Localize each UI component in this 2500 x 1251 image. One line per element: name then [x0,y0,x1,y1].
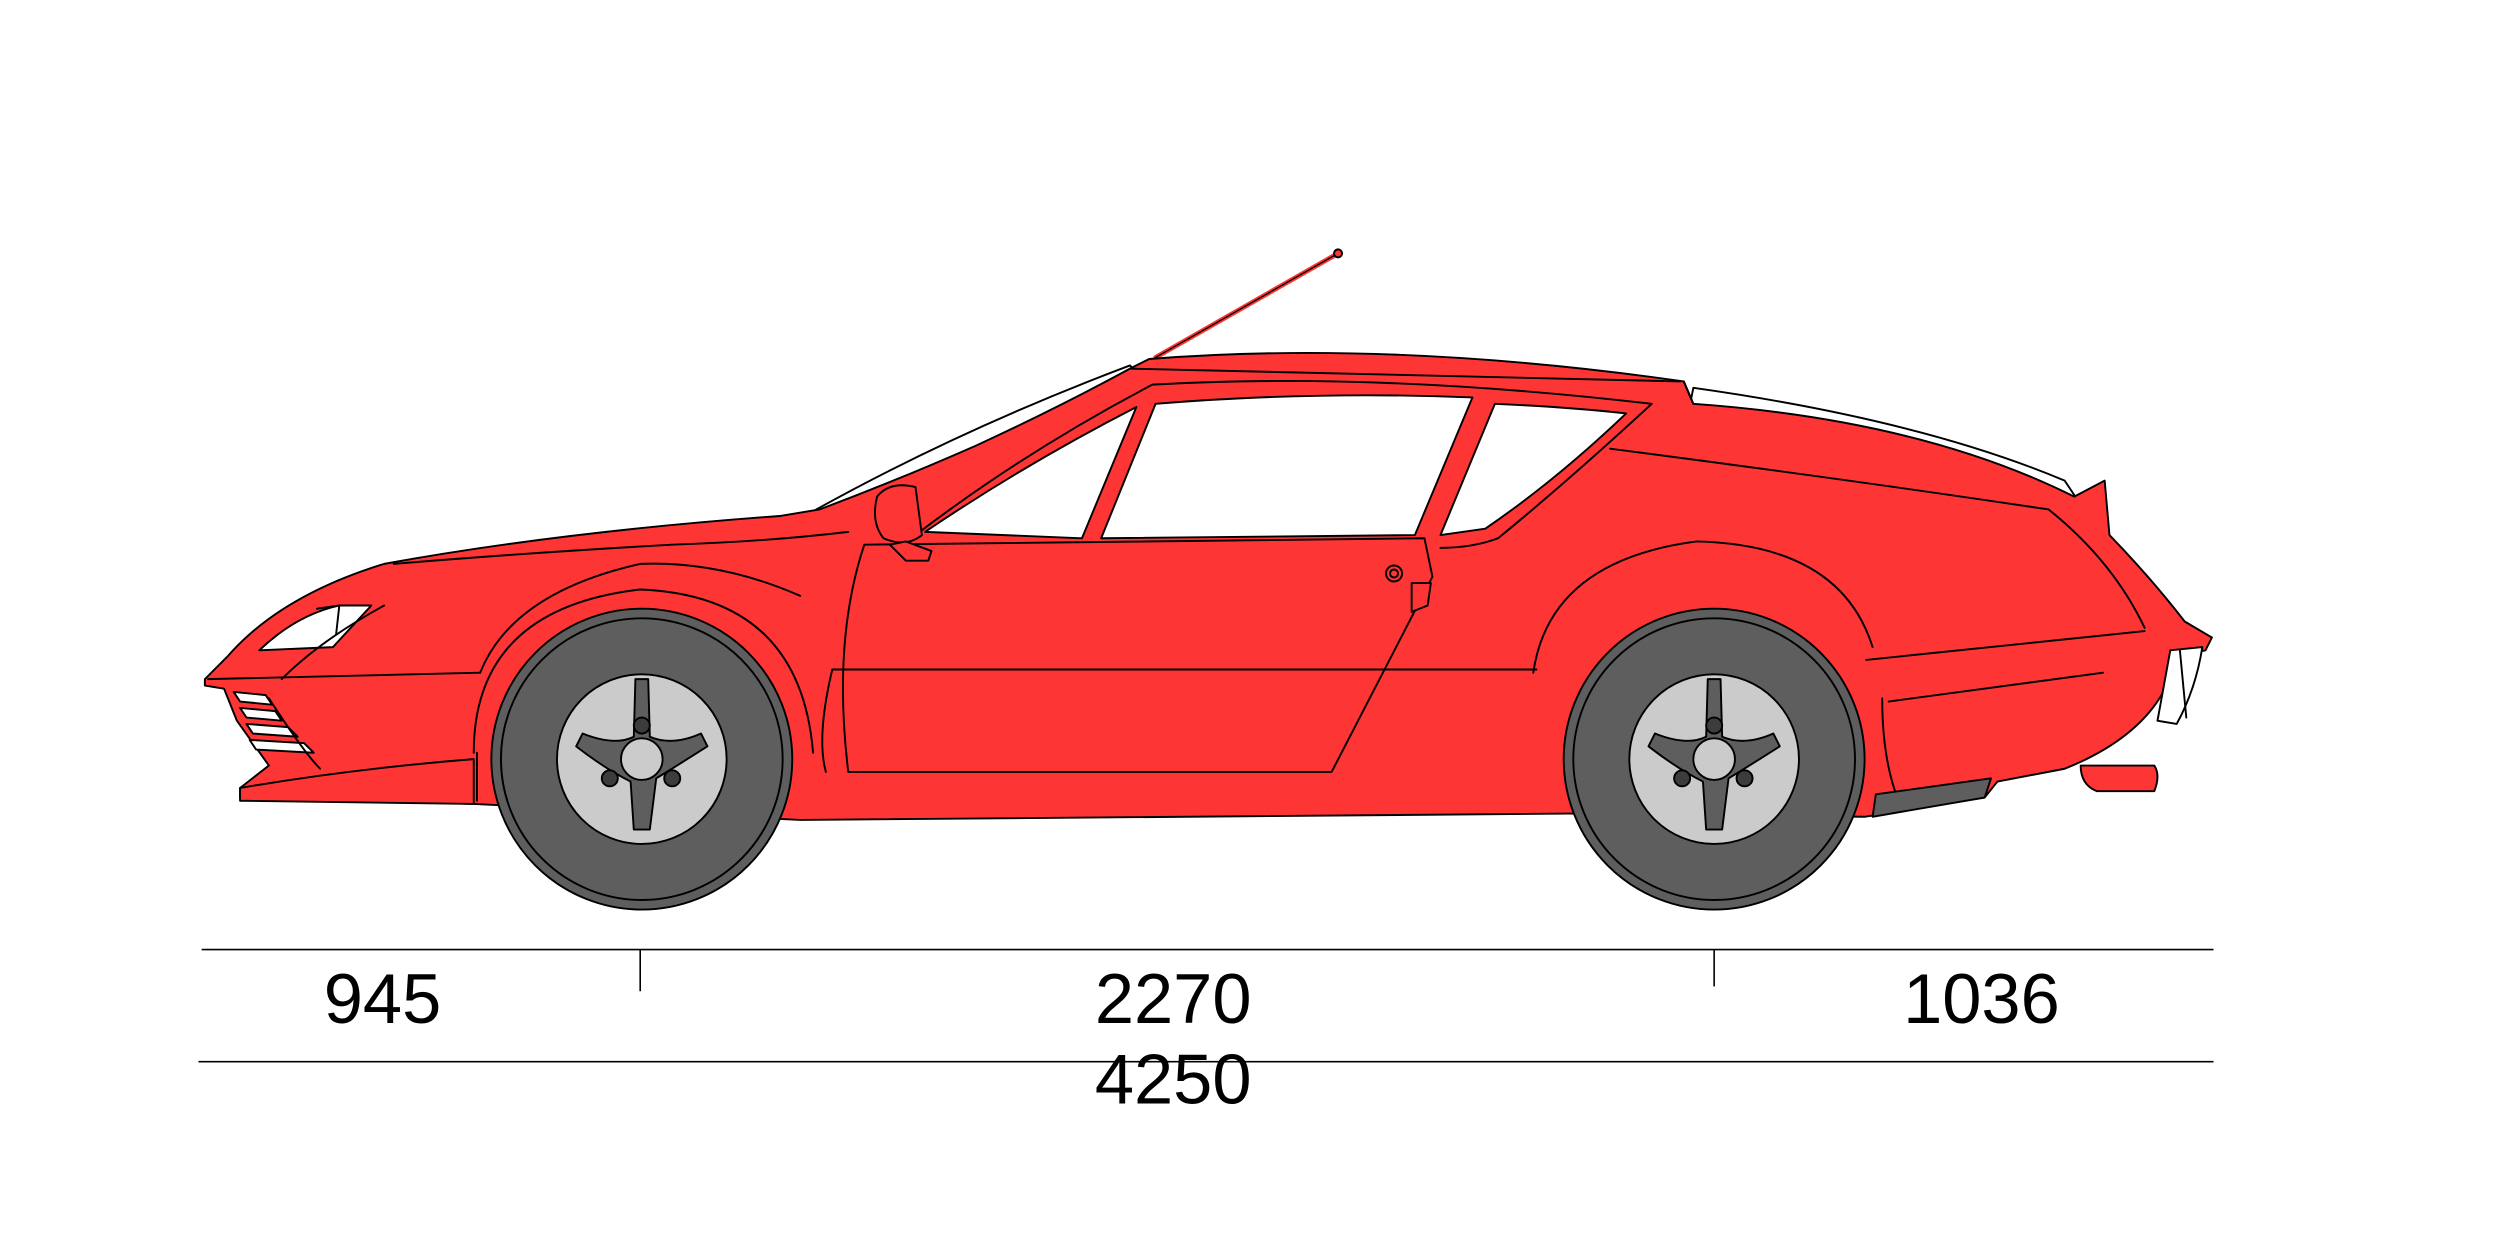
door-handle [1410,582,1432,613]
front-overhang-label: 945 [324,959,441,1038]
side-window-front [924,406,1138,540]
exhaust-pipe [2079,764,2159,793]
wheelbase-label: 2270 [1095,959,1252,1038]
side-window-main [1100,394,1474,540]
rear-overhang-label: 1036 [1903,959,2060,1038]
front-wheel [472,588,815,911]
dimension-lines [198,948,2214,1063]
rear-wheel [1562,607,1866,911]
door [841,537,1434,773]
rear-light [2156,646,2204,725]
door-lock [1385,564,1404,583]
headlight [258,604,373,652]
front-spoiler [239,758,475,805]
side-window-rear [1439,402,1628,537]
side-mirror [874,484,923,544]
front-grille [232,690,315,754]
car-drawing [203,248,2213,911]
overall-length-label: 4250 [1095,1039,1252,1118]
